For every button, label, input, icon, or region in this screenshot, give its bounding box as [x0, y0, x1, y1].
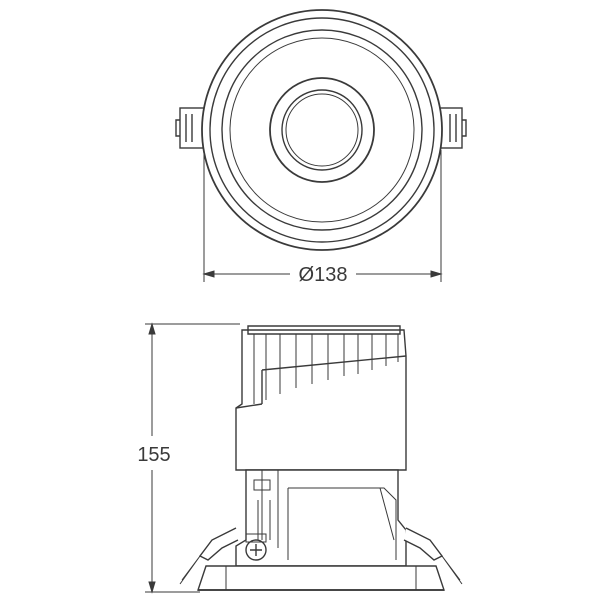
top-view — [175, 9, 467, 282]
lens-inner-ring — [281, 89, 363, 171]
outer-flange-ring — [201, 9, 443, 251]
inner-flange-ring — [209, 17, 435, 243]
right-spring-clip — [403, 527, 463, 585]
reflector-outer-ring — [221, 29, 423, 231]
diameter-dimension — [202, 150, 443, 282]
height-label: 155 — [137, 444, 170, 466]
reflector-inner-ring — [229, 37, 415, 223]
side-view — [145, 322, 463, 594]
left-spring-clip — [179, 527, 239, 585]
heat-sink — [235, 325, 407, 471]
bottom-flange — [197, 565, 445, 591]
lens-outer-ring — [269, 77, 375, 183]
lens-core-ring — [285, 93, 359, 167]
height-dimension — [145, 322, 240, 594]
mounting-screw — [245, 533, 267, 561]
diameter-label: Ø138 — [299, 264, 348, 286]
